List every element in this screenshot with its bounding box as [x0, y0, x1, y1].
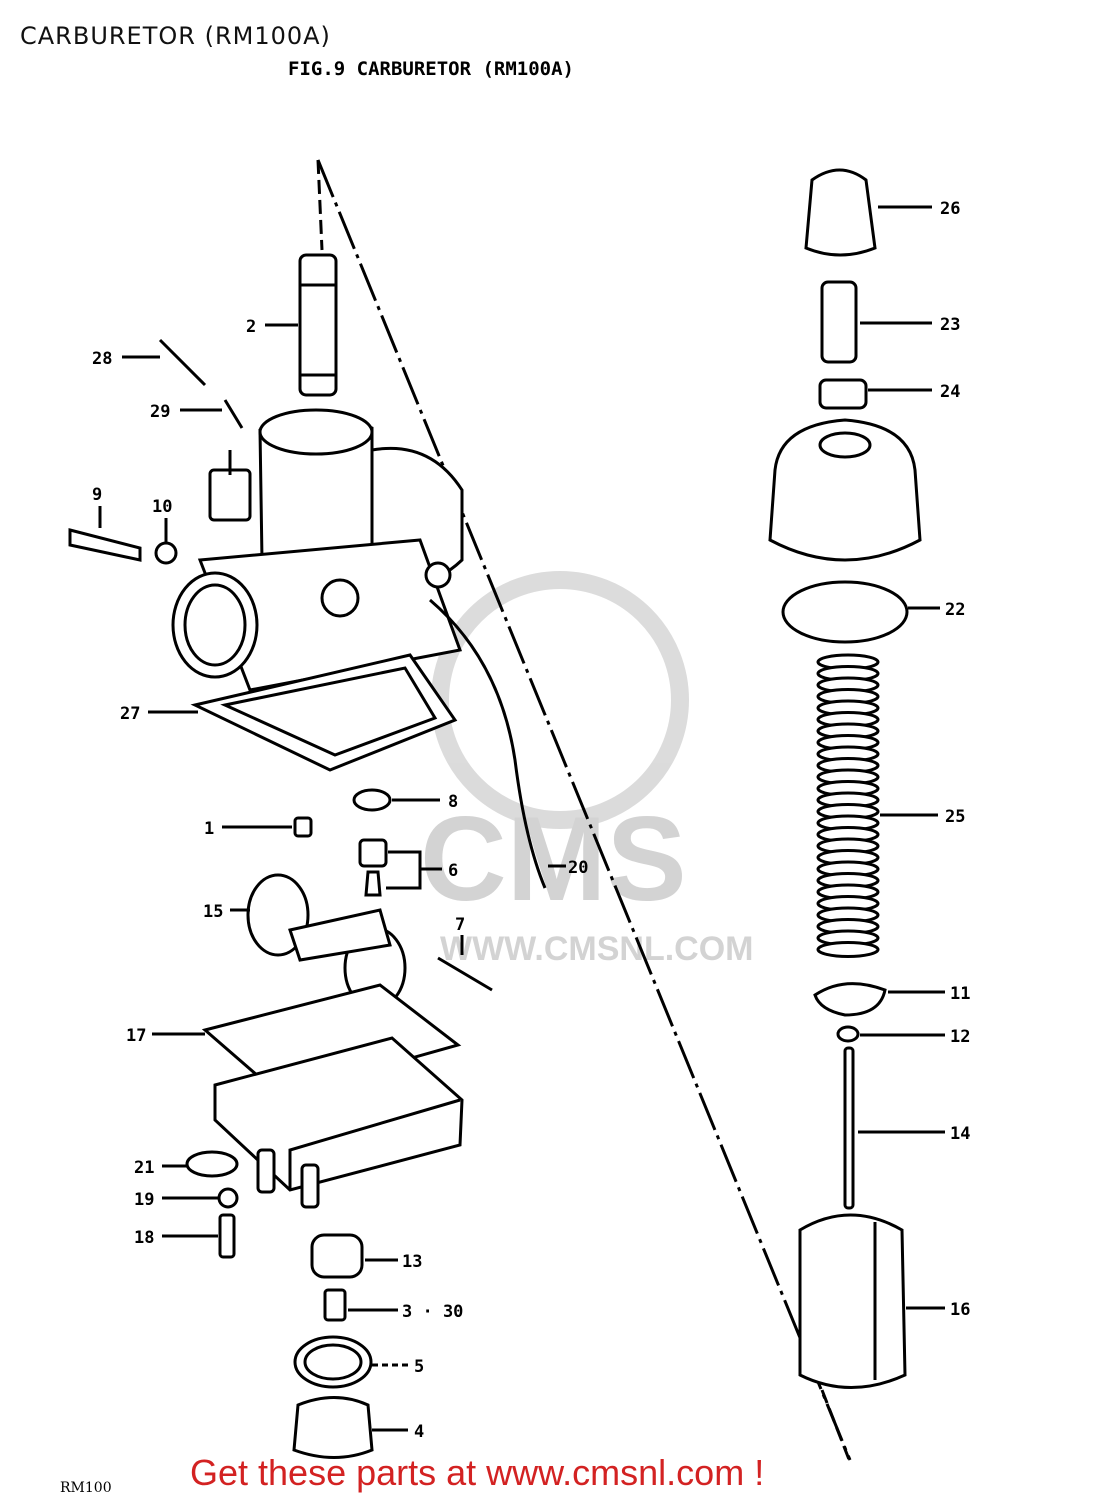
guide-line-right-bottom	[820, 1389, 852, 1463]
callout-3-30: 3 · 30	[402, 1302, 463, 1322]
callout-4: 4	[414, 1422, 424, 1442]
spring-coil	[816, 941, 880, 958]
callout-15: 15	[203, 902, 223, 922]
callout-10: 10	[152, 497, 172, 517]
callout-layer: 2 28 29 9 10 27 1 8 6 20 15 7 17 21 19 1…	[92, 199, 970, 1442]
callout-23: 23	[940, 315, 960, 335]
callout-9: 9	[92, 485, 102, 505]
callout-2: 2	[246, 317, 256, 337]
page-title: CARBURETOR (RM100A)	[20, 22, 331, 50]
part-jet-stack	[292, 1233, 374, 1459]
callout-19: 19	[134, 1190, 154, 1210]
callout-25: 25	[945, 807, 965, 827]
part-spring	[816, 653, 880, 958]
part-float	[246, 873, 493, 1010]
promo-banner: Get these parts at www.cmsnl.com !	[190, 1452, 765, 1493]
guide-line-top	[316, 159, 324, 251]
model-code: RM100	[60, 1480, 112, 1496]
callout-27: 27	[120, 704, 140, 724]
callout-26: 26	[940, 199, 960, 219]
callout-28: 28	[92, 349, 112, 369]
part-top-gasket	[190, 653, 458, 772]
part-carburetor-body	[68, 408, 464, 692]
callout-18: 18	[134, 1228, 154, 1248]
callout-21: 21	[134, 1158, 154, 1178]
callout-29: 29	[150, 402, 170, 422]
part-throttle-slide-assembly	[798, 982, 907, 1389]
callout-17: 17	[126, 1026, 146, 1046]
callout-8: 8	[448, 792, 458, 812]
part-float-bowl	[201, 983, 464, 1209]
part-needle-valve-set	[293, 788, 392, 897]
part-throttle-adjuster	[298, 253, 338, 397]
watermark: CMS WWW.CMSNL.COM	[420, 571, 754, 968]
callout-12: 12	[950, 1027, 970, 1047]
callout-7: 7	[455, 915, 465, 935]
watermark-url: WWW.CMSNL.COM	[440, 930, 754, 968]
callout-1: 1	[204, 819, 214, 839]
callout-5: 5	[414, 1357, 424, 1377]
part-bowl-fasteners	[185, 1150, 239, 1259]
guide-line-diagonal	[316, 159, 852, 1461]
part-o-ring	[781, 580, 909, 644]
watermark-brand: CMS	[420, 792, 687, 926]
figure-caption: FIG.9 CARBURETOR (RM100A)	[288, 58, 574, 80]
part-mixing-chamber-cap	[768, 418, 922, 562]
callout-24: 24	[940, 382, 960, 402]
part-idle-screw	[158, 338, 244, 429]
callout-20: 20	[568, 858, 588, 878]
callout-13: 13	[402, 1252, 422, 1272]
callout-6: 6	[448, 861, 458, 881]
callout-22: 22	[945, 600, 965, 620]
callout-16: 16	[950, 1300, 970, 1320]
callout-14: 14	[950, 1124, 970, 1144]
part-cable-cap-assembly	[804, 168, 877, 410]
callout-11: 11	[950, 984, 970, 1004]
part-overflow-pipe	[429, 598, 547, 889]
